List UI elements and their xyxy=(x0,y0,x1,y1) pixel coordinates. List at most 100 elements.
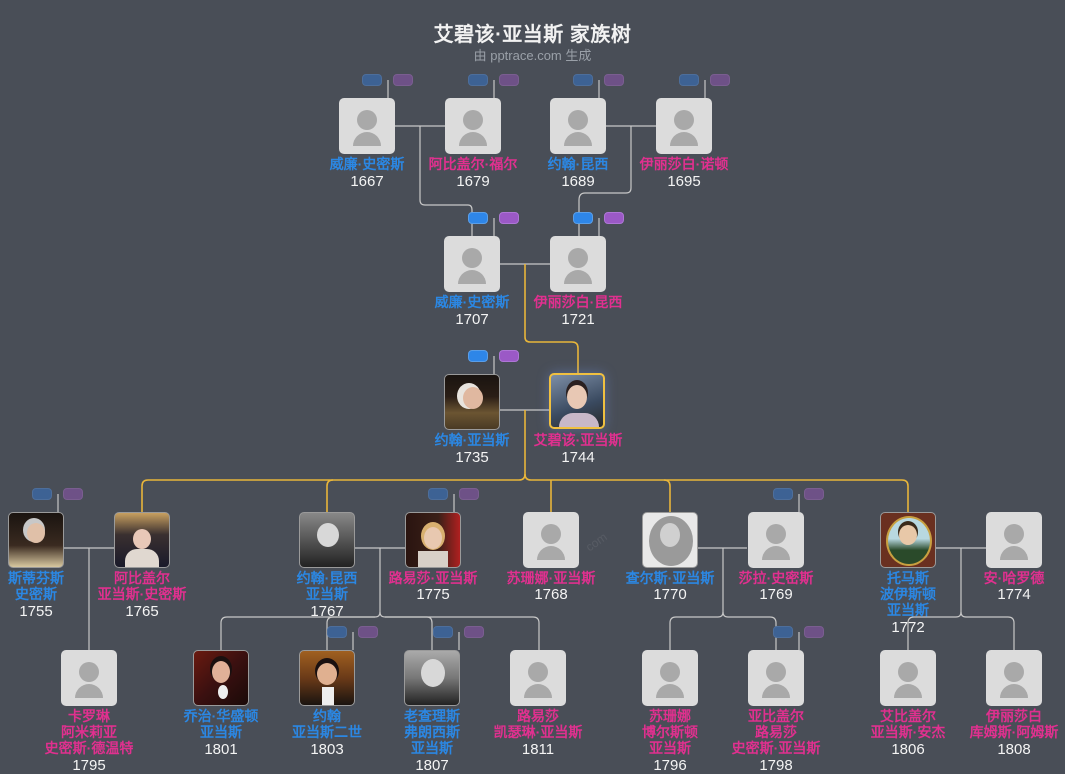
expand-mother-button[interactable] xyxy=(63,488,83,500)
placeholder-avatar-icon xyxy=(339,98,395,154)
birth-year: 1811 xyxy=(521,741,555,758)
placeholder-avatar-icon xyxy=(523,512,579,568)
expand-mother-button[interactable] xyxy=(804,488,824,500)
person-name: 老查理斯弗朗西斯亚当斯 xyxy=(404,708,460,756)
placeholder-avatar-icon xyxy=(986,512,1042,568)
portrait-photo xyxy=(444,374,500,430)
birth-year: 1774 xyxy=(997,586,1031,603)
portrait-photo xyxy=(880,512,936,568)
expand-father-button[interactable] xyxy=(32,488,52,500)
birth-year: 1801 xyxy=(204,741,238,758)
portrait-photo xyxy=(405,512,461,568)
placeholder-avatar-icon xyxy=(61,650,117,706)
birth-year: 1770 xyxy=(653,586,687,603)
expand-father-button[interactable] xyxy=(468,212,488,224)
expand-father-button[interactable] xyxy=(468,350,488,362)
birth-year: 1707 xyxy=(455,311,489,328)
portrait-photo xyxy=(114,512,170,568)
placeholder-avatar-icon xyxy=(445,98,501,154)
placeholder-avatar-icon xyxy=(748,650,804,706)
portrait-photo xyxy=(8,512,64,568)
expand-father-button[interactable] xyxy=(468,74,488,86)
expand-mother-button[interactable] xyxy=(604,212,624,224)
expand-mother-button[interactable] xyxy=(710,74,730,86)
birth-year: 1695 xyxy=(667,173,701,190)
expand-father-button[interactable] xyxy=(327,626,347,638)
placeholder-avatar-icon xyxy=(748,512,804,568)
birth-year: 1721 xyxy=(561,311,595,328)
person-name: 苏珊娜博尔斯顿亚当斯 xyxy=(642,708,698,756)
person-name: 安·哈罗德 xyxy=(983,570,1045,586)
placeholder-avatar-icon xyxy=(656,98,712,154)
portrait-photo xyxy=(299,650,355,706)
person-name: 约翰·亚当斯 xyxy=(434,432,510,448)
expand-mother-button[interactable] xyxy=(499,212,519,224)
person-name: 阿比盖尔·福尔 xyxy=(428,156,518,172)
person-name: 伊丽莎白库姆斯·阿姆斯 xyxy=(969,708,1059,740)
person-name: 苏珊娜·亚当斯 xyxy=(506,570,596,586)
person-name: 伊丽莎白·昆西 xyxy=(533,294,623,310)
person-name: 托马斯波伊斯顿亚当斯 xyxy=(880,570,936,618)
expand-mother-button[interactable] xyxy=(459,488,479,500)
birth-year: 1769 xyxy=(759,586,793,603)
person-name: 艾比盖尔亚当斯·安杰 xyxy=(870,708,946,740)
birth-year: 1772 xyxy=(891,619,925,636)
person-name: 路易莎·亚当斯 xyxy=(388,570,478,586)
expand-mother-button[interactable] xyxy=(393,74,413,86)
birth-year: 1755 xyxy=(19,603,53,620)
expand-father-button[interactable] xyxy=(773,626,793,638)
birth-year: 1735 xyxy=(455,449,489,466)
generated-by-subtitle: 由 pptrace.com 生成 xyxy=(473,48,592,63)
placeholder-avatar-icon xyxy=(880,650,936,706)
expand-father-button[interactable] xyxy=(573,212,593,224)
birth-year: 1806 xyxy=(891,741,925,758)
expand-father-button[interactable] xyxy=(362,74,382,86)
person-name: 路易莎凯瑟琳·亚当斯 xyxy=(493,708,583,740)
birth-year: 1803 xyxy=(310,741,344,758)
birth-year: 1795 xyxy=(72,757,106,774)
page-title: 艾碧该·亚当斯 家族树 xyxy=(433,24,632,46)
placeholder-avatar-icon xyxy=(550,98,606,154)
birth-year: 1679 xyxy=(456,173,490,190)
person-name: 约翰·昆西 xyxy=(547,156,609,172)
person-name: 威廉·史密斯 xyxy=(434,294,510,310)
expand-mother-button[interactable] xyxy=(604,74,624,86)
birth-year: 1798 xyxy=(759,757,793,774)
placeholder-avatar-icon xyxy=(510,650,566,706)
placeholder-avatar-icon xyxy=(444,236,500,292)
birth-year: 1807 xyxy=(415,757,449,774)
placeholder-avatar-icon xyxy=(642,650,698,706)
portrait-photo xyxy=(299,512,355,568)
expand-mother-button[interactable] xyxy=(804,626,824,638)
person-name: 查尔斯·亚当斯 xyxy=(625,570,715,586)
birth-year: 1768 xyxy=(534,586,568,603)
expand-father-button[interactable] xyxy=(773,488,793,500)
person-name: 亚比盖尔路易莎史密斯·亚当斯 xyxy=(731,708,821,756)
person-name: 卡罗琳阿米莉亚史密斯·德温特 xyxy=(44,708,134,756)
birth-year: 1765 xyxy=(125,603,159,620)
placeholder-avatar-icon xyxy=(986,650,1042,706)
person-name: 伊丽莎白·诺顿 xyxy=(639,156,729,172)
person-name: 乔治·华盛顿亚当斯 xyxy=(183,708,259,740)
expand-father-button[interactable] xyxy=(573,74,593,86)
birth-year: 1808 xyxy=(997,741,1031,758)
birth-year: 1775 xyxy=(416,586,450,603)
portrait-photo xyxy=(549,373,605,429)
expand-mother-button[interactable] xyxy=(358,626,378,638)
birth-year: 1796 xyxy=(653,757,687,774)
person-name: 艾碧该·亚当斯 xyxy=(533,432,623,448)
birth-year: 1667 xyxy=(350,173,384,190)
expand-father-button[interactable] xyxy=(428,488,448,500)
birth-year: 1689 xyxy=(561,173,595,190)
expand-mother-button[interactable] xyxy=(464,626,484,638)
person-name: 阿比盖尔亚当斯·史密斯 xyxy=(97,570,187,602)
birth-year: 1744 xyxy=(561,449,595,466)
expand-mother-button[interactable] xyxy=(499,74,519,86)
birth-year: 1767 xyxy=(310,603,344,620)
expand-mother-button[interactable] xyxy=(499,350,519,362)
expand-father-button[interactable] xyxy=(433,626,453,638)
expand-father-button[interactable] xyxy=(679,74,699,86)
portrait-photo xyxy=(193,650,249,706)
person-name: 威廉·史密斯 xyxy=(329,156,405,172)
